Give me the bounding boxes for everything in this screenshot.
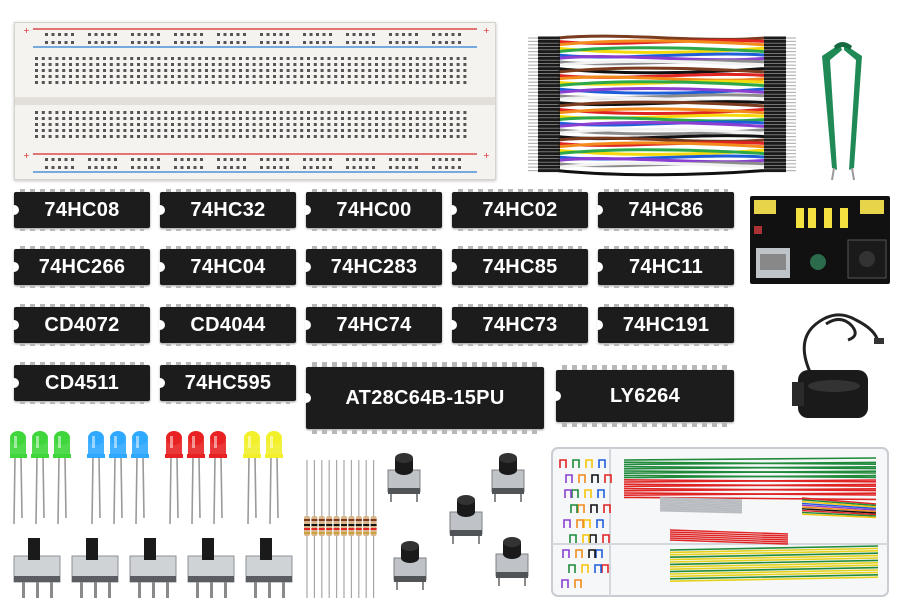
resistor <box>311 460 318 598</box>
ic-chip: 74HC04 <box>159 246 296 288</box>
slide-switch <box>71 538 119 598</box>
chip-label: 74HC11 <box>628 255 704 278</box>
chip-label: 74HC02 <box>482 198 558 221</box>
power-adapter <box>786 300 886 422</box>
ic-chip: 74HC73 <box>451 304 588 346</box>
chip-label: 74HC86 <box>628 198 704 221</box>
ic-chip: 74HC85 <box>451 246 588 288</box>
leds-graphic <box>9 431 283 525</box>
ic-chip: 74HC283 <box>305 246 442 288</box>
chip-label: LY6264 <box>609 384 680 407</box>
led-set <box>9 428 288 528</box>
power-module-graphic <box>750 196 890 284</box>
ic-chip: CD4511 <box>13 362 150 404</box>
push-buttons <box>384 448 548 598</box>
ic-chip: 74HC191 <box>597 304 734 346</box>
chip-label: 74HC04 <box>190 255 266 278</box>
svg-text:+: + <box>483 151 490 160</box>
led <box>53 431 71 525</box>
push-button <box>387 453 421 502</box>
ic-chip: 74HC11 <box>597 246 734 288</box>
resistor <box>304 460 310 598</box>
resistors <box>300 460 380 598</box>
ic-chip-eeprom: AT28C64B-15PU <box>305 362 544 434</box>
ic-chip: 74HC00 <box>305 189 442 231</box>
ic-chip: CD4044 <box>159 304 296 346</box>
led <box>87 431 105 525</box>
ic-chip: 74HC32 <box>159 189 296 231</box>
chip-label: 74HC08 <box>44 198 120 221</box>
ic-chip: 74HC595 <box>159 362 296 404</box>
chip-label: 74HC74 <box>336 313 412 336</box>
resistors-graphic <box>304 460 377 598</box>
resistor <box>348 460 355 598</box>
led <box>243 431 261 525</box>
resistor <box>326 460 333 598</box>
push-buttons-graphic <box>387 453 529 590</box>
jumper-wires <box>528 30 796 180</box>
chip-label: CD4511 <box>44 371 120 394</box>
chip-label: 74HC191 <box>622 313 710 336</box>
chip-label: 74HC595 <box>184 371 272 394</box>
resistor <box>333 460 340 598</box>
led <box>187 431 205 525</box>
chip-label: CD4072 <box>44 313 120 336</box>
push-button <box>393 541 427 590</box>
led <box>131 431 149 525</box>
switches-graphic <box>13 538 293 598</box>
push-button <box>449 495 483 544</box>
resistor <box>355 460 362 598</box>
ic-chip-sram: LY6264 <box>555 365 734 427</box>
chip-label: AT28C64B-15PU <box>345 386 505 409</box>
tweezers-graphic <box>822 42 862 181</box>
chip-label: 74HC283 <box>330 255 418 278</box>
ic-chip: CD4072 <box>13 304 150 346</box>
ic-chip: 74HC86 <box>597 189 734 231</box>
jumper-wires-graphic <box>528 34 796 177</box>
led <box>109 431 127 525</box>
chip-label: 74HC00 <box>336 198 412 221</box>
led <box>265 431 283 525</box>
ic-chip: 74HC266 <box>13 246 150 288</box>
svg-text:+: + <box>23 151 30 160</box>
slide-switch <box>245 538 293 598</box>
svg-text:+: + <box>483 26 490 35</box>
breadboard-power-module <box>748 190 894 290</box>
breadboard-graphic: + + + + <box>15 23 495 179</box>
chip-label: 74HC266 <box>38 255 126 278</box>
resistor <box>370 460 377 598</box>
resistor <box>363 460 370 598</box>
slide-switches <box>8 532 300 600</box>
svg-text:+: + <box>23 26 30 35</box>
chip-label: 74HC85 <box>482 255 558 278</box>
chip-label: 74HC32 <box>190 198 266 221</box>
resistor <box>341 460 347 598</box>
wire-kit-graphic <box>551 447 889 597</box>
led <box>165 431 183 525</box>
led <box>209 431 227 525</box>
power-adapter-graphic <box>792 313 884 418</box>
wire-tweezers <box>812 38 874 183</box>
led <box>9 431 27 525</box>
slide-switch <box>187 538 235 598</box>
ic-chip: 74HC08 <box>13 189 150 231</box>
breadboard: + + + + <box>14 22 496 180</box>
slide-switch <box>13 538 61 598</box>
chip-label: CD4044 <box>190 313 266 336</box>
jumper-wire-kit-box <box>550 446 890 598</box>
push-button <box>491 453 525 502</box>
push-button <box>495 537 529 586</box>
ic-chip: 74HC74 <box>305 304 442 346</box>
resistor <box>318 460 325 598</box>
ic-chip: 74HC02 <box>451 189 588 231</box>
slide-switch <box>129 538 177 598</box>
led <box>31 431 49 525</box>
chip-label: 74HC73 <box>482 313 558 336</box>
